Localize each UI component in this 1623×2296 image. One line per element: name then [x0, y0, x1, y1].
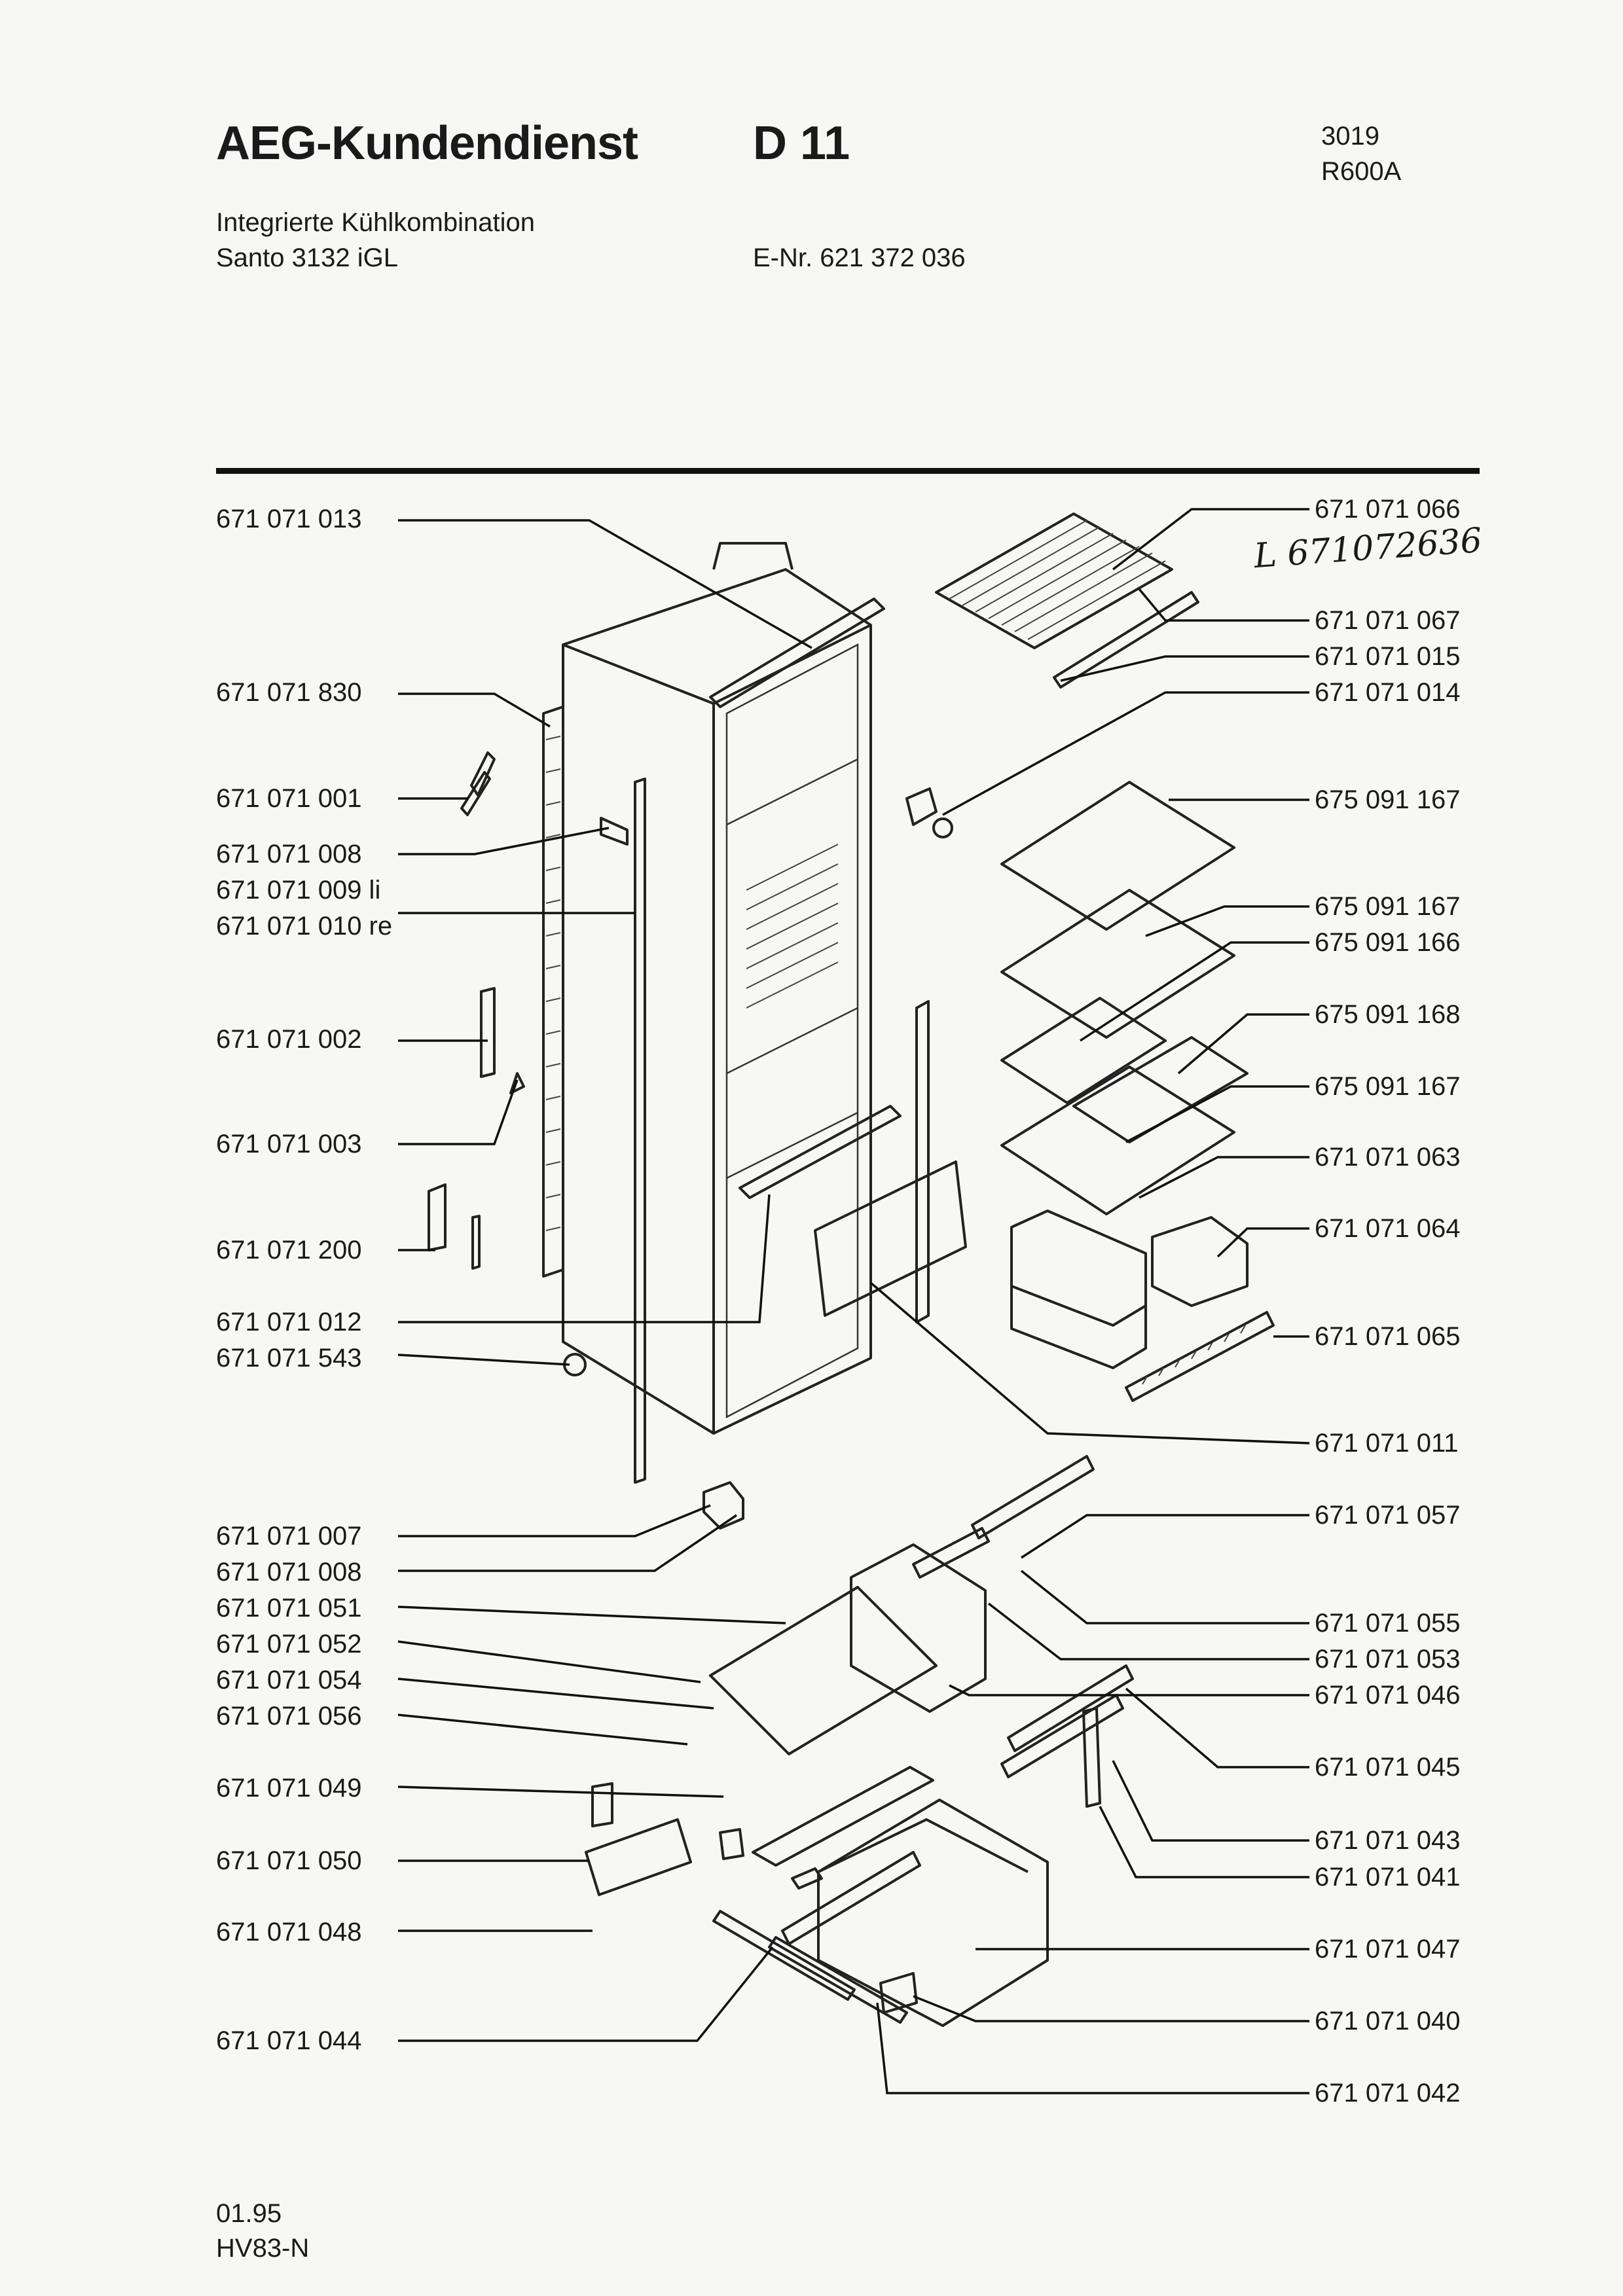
part-label: 671 071 053: [1315, 1645, 1461, 1674]
lamp-holder: [905, 787, 953, 838]
footer-date: 01.95: [216, 2199, 282, 2228]
document-code: D 11: [753, 117, 850, 170]
top-rail: [709, 598, 885, 708]
brand-title: AEG-Kundendienst: [216, 117, 638, 170]
part-label: 671 071 003: [216, 1130, 362, 1158]
part-label: 671 071 051: [216, 1594, 362, 1623]
part-label: 671 071 200: [216, 1236, 362, 1265]
part-label: 671 071 066: [1315, 495, 1461, 524]
part-label: 671 071 052: [216, 1630, 362, 1659]
part-label: 671 071 057: [1315, 1501, 1461, 1530]
part-label: 671 071 046: [1315, 1681, 1461, 1710]
part-label: 671 071 010 re: [216, 912, 393, 941]
e-number: E-Nr. 621 372 036: [753, 243, 966, 272]
part-label: 671 071 048: [216, 1918, 362, 1946]
part-label: 675 091 168: [1315, 1000, 1461, 1029]
leader-lines-right: [869, 508, 1310, 2094]
part-label: 671 071 830: [216, 678, 362, 707]
rear-rail: [915, 1000, 930, 1323]
refrigerant: R600A: [1321, 157, 1402, 186]
part-label: 671 071 065: [1315, 1322, 1461, 1351]
part-label: 671 071 008: [216, 1558, 362, 1587]
part-label: 671 071 543: [216, 1344, 362, 1372]
part-label: 675 091 167: [1315, 1072, 1461, 1101]
part-label: 671 071 040: [1315, 2007, 1461, 2036]
part-label: 671 071 050: [216, 1846, 362, 1875]
part-label: 675 091 167: [1315, 892, 1461, 921]
top-grid-shelf: [935, 512, 1199, 689]
footer-code: HV83-N: [216, 2234, 310, 2263]
part-label: 671 071 007: [216, 1522, 362, 1551]
freezer-section: [585, 1455, 1134, 2027]
part-label: 675 091 167: [1315, 785, 1461, 814]
part-label: 675 091 166: [1315, 928, 1461, 957]
vertical-trim-strip: [634, 778, 646, 1484]
part-label: 671 071 056: [216, 1702, 362, 1731]
glass-shelves: [1000, 781, 1249, 1215]
model-name: Santo 3132 iGL: [216, 243, 398, 272]
part-label: 671 071 012: [216, 1308, 362, 1336]
part-label: 671 071 013: [216, 505, 362, 533]
part-label: 671 071 043: [1315, 1826, 1461, 1855]
part-label: 671 071 049: [216, 1774, 362, 1803]
part-label: 671 071 044: [216, 2026, 362, 2055]
product-type: Integrierte Kühlkombination: [216, 208, 535, 237]
part-label: 671 071 042: [1315, 2079, 1461, 2108]
part-label: 671 071 014: [1315, 678, 1461, 707]
leader-lines-left: [397, 519, 812, 2042]
part-label: 671 071 041: [1315, 1863, 1461, 1892]
part-label: 671 071 055: [1315, 1609, 1461, 1638]
part-label: 671 071 054: [216, 1666, 362, 1695]
part-label: 671 071 009 li: [216, 876, 381, 905]
part-label: 671 071 067: [1315, 606, 1461, 635]
middle-crossbar: [739, 1105, 967, 1317]
ventilation-grille: [1125, 1311, 1275, 1402]
part-label: 671 071 063: [1315, 1143, 1461, 1172]
part-label: 671 071 047: [1315, 1935, 1461, 1964]
door-gasket: [542, 706, 564, 1278]
reference-number: 3019: [1321, 122, 1379, 151]
part-label: 671 071 064: [1315, 1214, 1461, 1243]
part-label: 671 071 011: [1315, 1429, 1459, 1458]
part-label: 671 071 001: [216, 784, 362, 813]
cabinet-body: [562, 542, 872, 1435]
header-rule: [216, 468, 1480, 474]
part-label: 671 071 045: [1315, 1753, 1461, 1782]
part-label: 671 071 015: [1315, 642, 1461, 671]
hinge-parts: [428, 751, 629, 1376]
crisper-drawers: [1010, 1210, 1249, 1369]
part-label: 671 071 002: [216, 1025, 362, 1054]
part-label: 671 071 008: [216, 840, 362, 869]
